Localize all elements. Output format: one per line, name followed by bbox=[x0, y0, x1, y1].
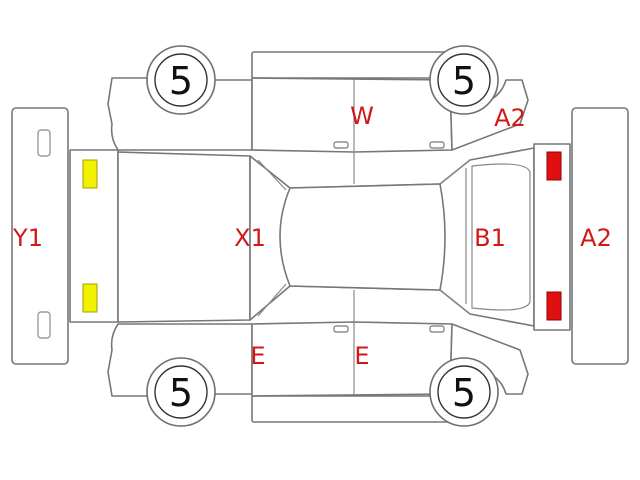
roof bbox=[249, 147, 535, 327]
wheel-front-left: 5 bbox=[146, 45, 216, 115]
wheel-rear-right-grade: 5 bbox=[452, 371, 476, 415]
code-b1-rear-glass: B1 bbox=[474, 224, 506, 252]
hood bbox=[117, 151, 251, 323]
code-a2-rear-fender: A2 bbox=[494, 104, 526, 132]
taillight-left bbox=[546, 151, 562, 181]
code-a2-rear-bumper: A2 bbox=[580, 224, 612, 252]
code-y1-front-bumper: Y1 bbox=[12, 224, 43, 252]
front-bumper bbox=[11, 107, 69, 365]
headlight-left bbox=[82, 159, 98, 189]
code-x1-windshield: X1 bbox=[234, 224, 266, 252]
code-w-door: W bbox=[350, 102, 374, 130]
wheel-rear-left-grade: 5 bbox=[452, 59, 476, 103]
rear-bumper bbox=[571, 107, 629, 365]
wheel-rear-left: 5 bbox=[429, 45, 499, 115]
code-e-front-door: E bbox=[250, 342, 265, 370]
wheel-rear-right: 5 bbox=[429, 357, 499, 427]
taillight-right bbox=[546, 291, 562, 321]
wheel-front-right-grade: 5 bbox=[169, 371, 193, 415]
wheel-front-right: 5 bbox=[146, 357, 216, 427]
wheel-front-left-grade: 5 bbox=[169, 59, 193, 103]
headlight-right bbox=[82, 283, 98, 313]
code-e-rear-door: E bbox=[354, 342, 369, 370]
